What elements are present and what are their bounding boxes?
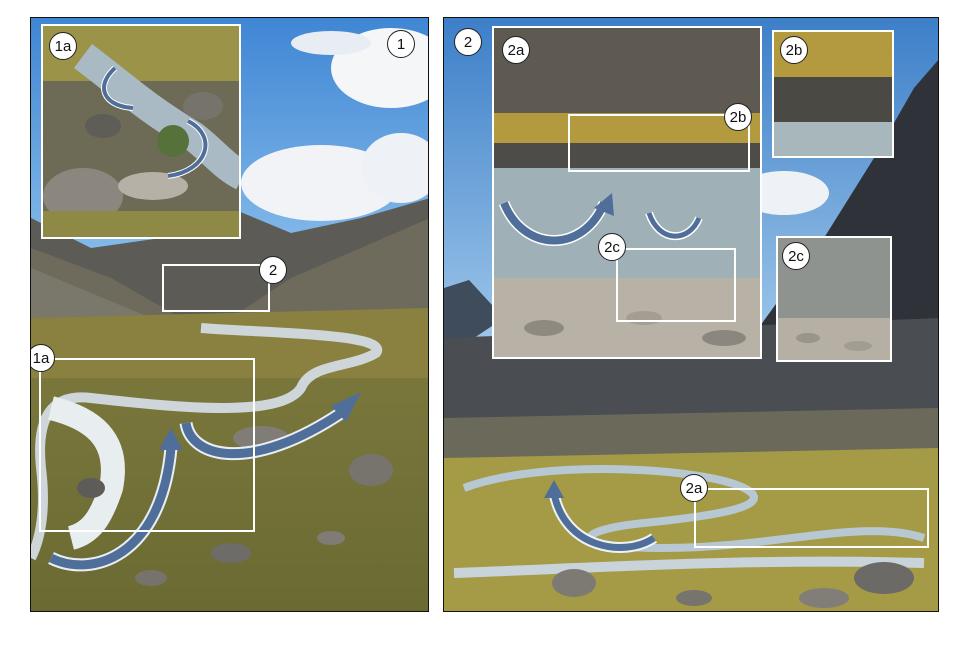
region-box-1a xyxy=(39,358,255,532)
inset-2b-badge: 2b xyxy=(780,36,808,64)
region-box-2-badge: 2 xyxy=(259,256,287,284)
photo-panel-1: 1a 1 2 1a xyxy=(30,17,429,612)
panel-2-badge: 2 xyxy=(454,28,482,56)
inset-2a-box-2b-badge: 2b xyxy=(724,103,752,131)
inset-2a-box-2b xyxy=(568,114,750,172)
inset-1a-badge: 1a xyxy=(49,32,77,60)
photo-panel-2: 2 2a 2b 2c 2b xyxy=(443,17,939,612)
region-box-2 xyxy=(162,264,270,312)
panel-1-badge: 1 xyxy=(387,30,415,58)
inset-2b: 2b xyxy=(772,30,894,158)
inset-2c: 2c xyxy=(776,236,892,362)
inset-1a-photo xyxy=(43,26,239,237)
inset-2a-photo xyxy=(494,28,760,357)
inset-1a: 1a xyxy=(41,24,241,239)
landscape-photo-1 xyxy=(31,18,428,611)
inset-2a-box-2c xyxy=(616,248,736,322)
inset-2c-badge: 2c xyxy=(782,242,810,270)
region-box-2a-badge: 2a xyxy=(680,474,708,502)
region-box-1a-badge: 1a xyxy=(31,344,55,372)
region-box-2a xyxy=(694,488,929,548)
inset-2a-badge: 2a xyxy=(502,36,530,64)
inset-2a-box-2c-badge: 2c xyxy=(598,233,626,261)
inset-2a: 2a 2b 2c xyxy=(492,26,762,359)
